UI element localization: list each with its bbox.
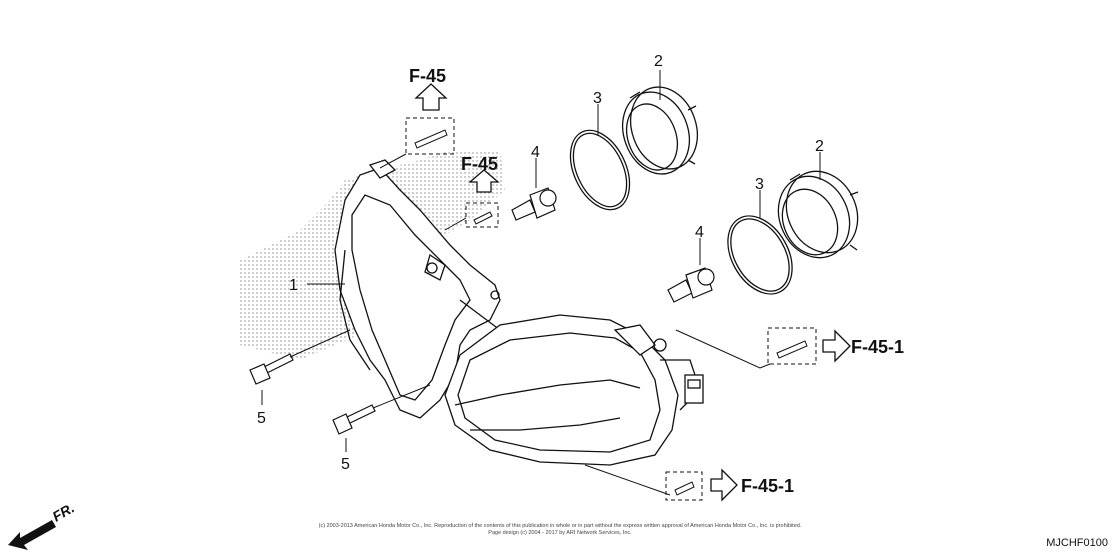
ref-box-f45-top xyxy=(405,117,455,155)
ref-box-f451-bottom xyxy=(665,471,703,501)
headlight-bulb-upper xyxy=(511,187,557,221)
bulb-cover-lower xyxy=(777,170,859,259)
arrow-right-f451-right xyxy=(822,329,851,363)
arrow-up-f45-mid xyxy=(468,169,500,193)
callout-part-4-lower: 4 xyxy=(695,224,704,241)
callout-part-2-lower: 2 xyxy=(815,138,824,155)
ref-label-f45-mid: F-45 xyxy=(461,154,498,174)
copyright-line-2: Page design (c) 2004 - 2017 by ARI Netwo… xyxy=(488,530,632,536)
callout-part-3-upper: 3 xyxy=(593,90,602,107)
ref-label-f451-right: F-45-1 xyxy=(851,337,904,357)
arrow-right-f451-bottom xyxy=(710,468,738,502)
gasket-ring-lower xyxy=(727,215,793,295)
bolt-lower xyxy=(332,404,376,435)
front-direction-label: FR. xyxy=(50,499,78,524)
bulb-cover-upper xyxy=(622,86,698,175)
bolt-upper xyxy=(249,353,294,385)
front-direction-arrow-icon xyxy=(8,520,56,550)
arrow-up-f45-top xyxy=(414,83,448,111)
callout-part-3-lower: 3 xyxy=(755,176,764,193)
callout-part-5-lower: 5 xyxy=(341,456,350,473)
headlight-bulb-lower xyxy=(667,267,715,303)
ref-box-f45-mid xyxy=(465,202,499,228)
callout-part-1: 1 xyxy=(289,277,298,294)
headlight-lens-assembly xyxy=(444,314,704,466)
callout-part-4-upper: 4 xyxy=(531,144,540,161)
ref-label-f451-bottom: F-45-1 xyxy=(741,476,794,496)
gasket-ring-upper xyxy=(569,129,631,211)
callout-part-5-upper: 5 xyxy=(257,410,266,427)
figure-code: MJCHF0100 xyxy=(1046,537,1108,549)
ref-box-f451-right xyxy=(767,327,817,365)
leader-lines xyxy=(261,70,821,496)
ref-label-f45-top: F-45 xyxy=(409,66,446,86)
callout-part-2-upper: 2 xyxy=(654,53,663,70)
copyright-line-1: (c) 2003-2013 American Honda Motor Co., … xyxy=(319,523,802,529)
